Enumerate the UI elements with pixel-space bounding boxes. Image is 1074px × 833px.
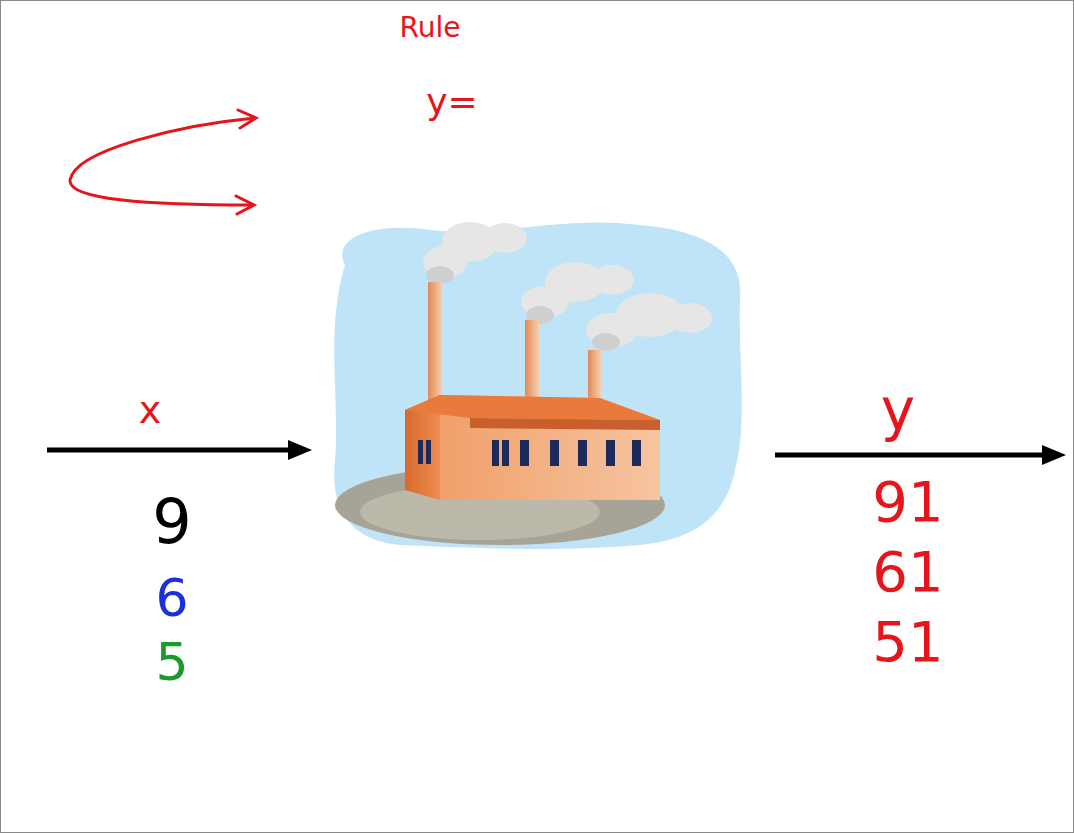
- input-label: x: [139, 391, 162, 429]
- output-value: 51: [872, 614, 943, 670]
- output-arrow: [775, 445, 1066, 465]
- input-value: 6: [155, 572, 188, 624]
- rule-formula: y=: [426, 84, 477, 120]
- input-value: 5: [155, 636, 188, 688]
- input-arrow: [47, 440, 312, 460]
- output-value: 91: [872, 474, 943, 530]
- curved-arrow: [70, 110, 256, 214]
- input-value: 9: [152, 491, 191, 553]
- output-value: 61: [872, 544, 943, 600]
- factory-illustration: [334, 222, 742, 549]
- rule-heading: Rule: [400, 14, 461, 42]
- output-label: y: [881, 381, 915, 439]
